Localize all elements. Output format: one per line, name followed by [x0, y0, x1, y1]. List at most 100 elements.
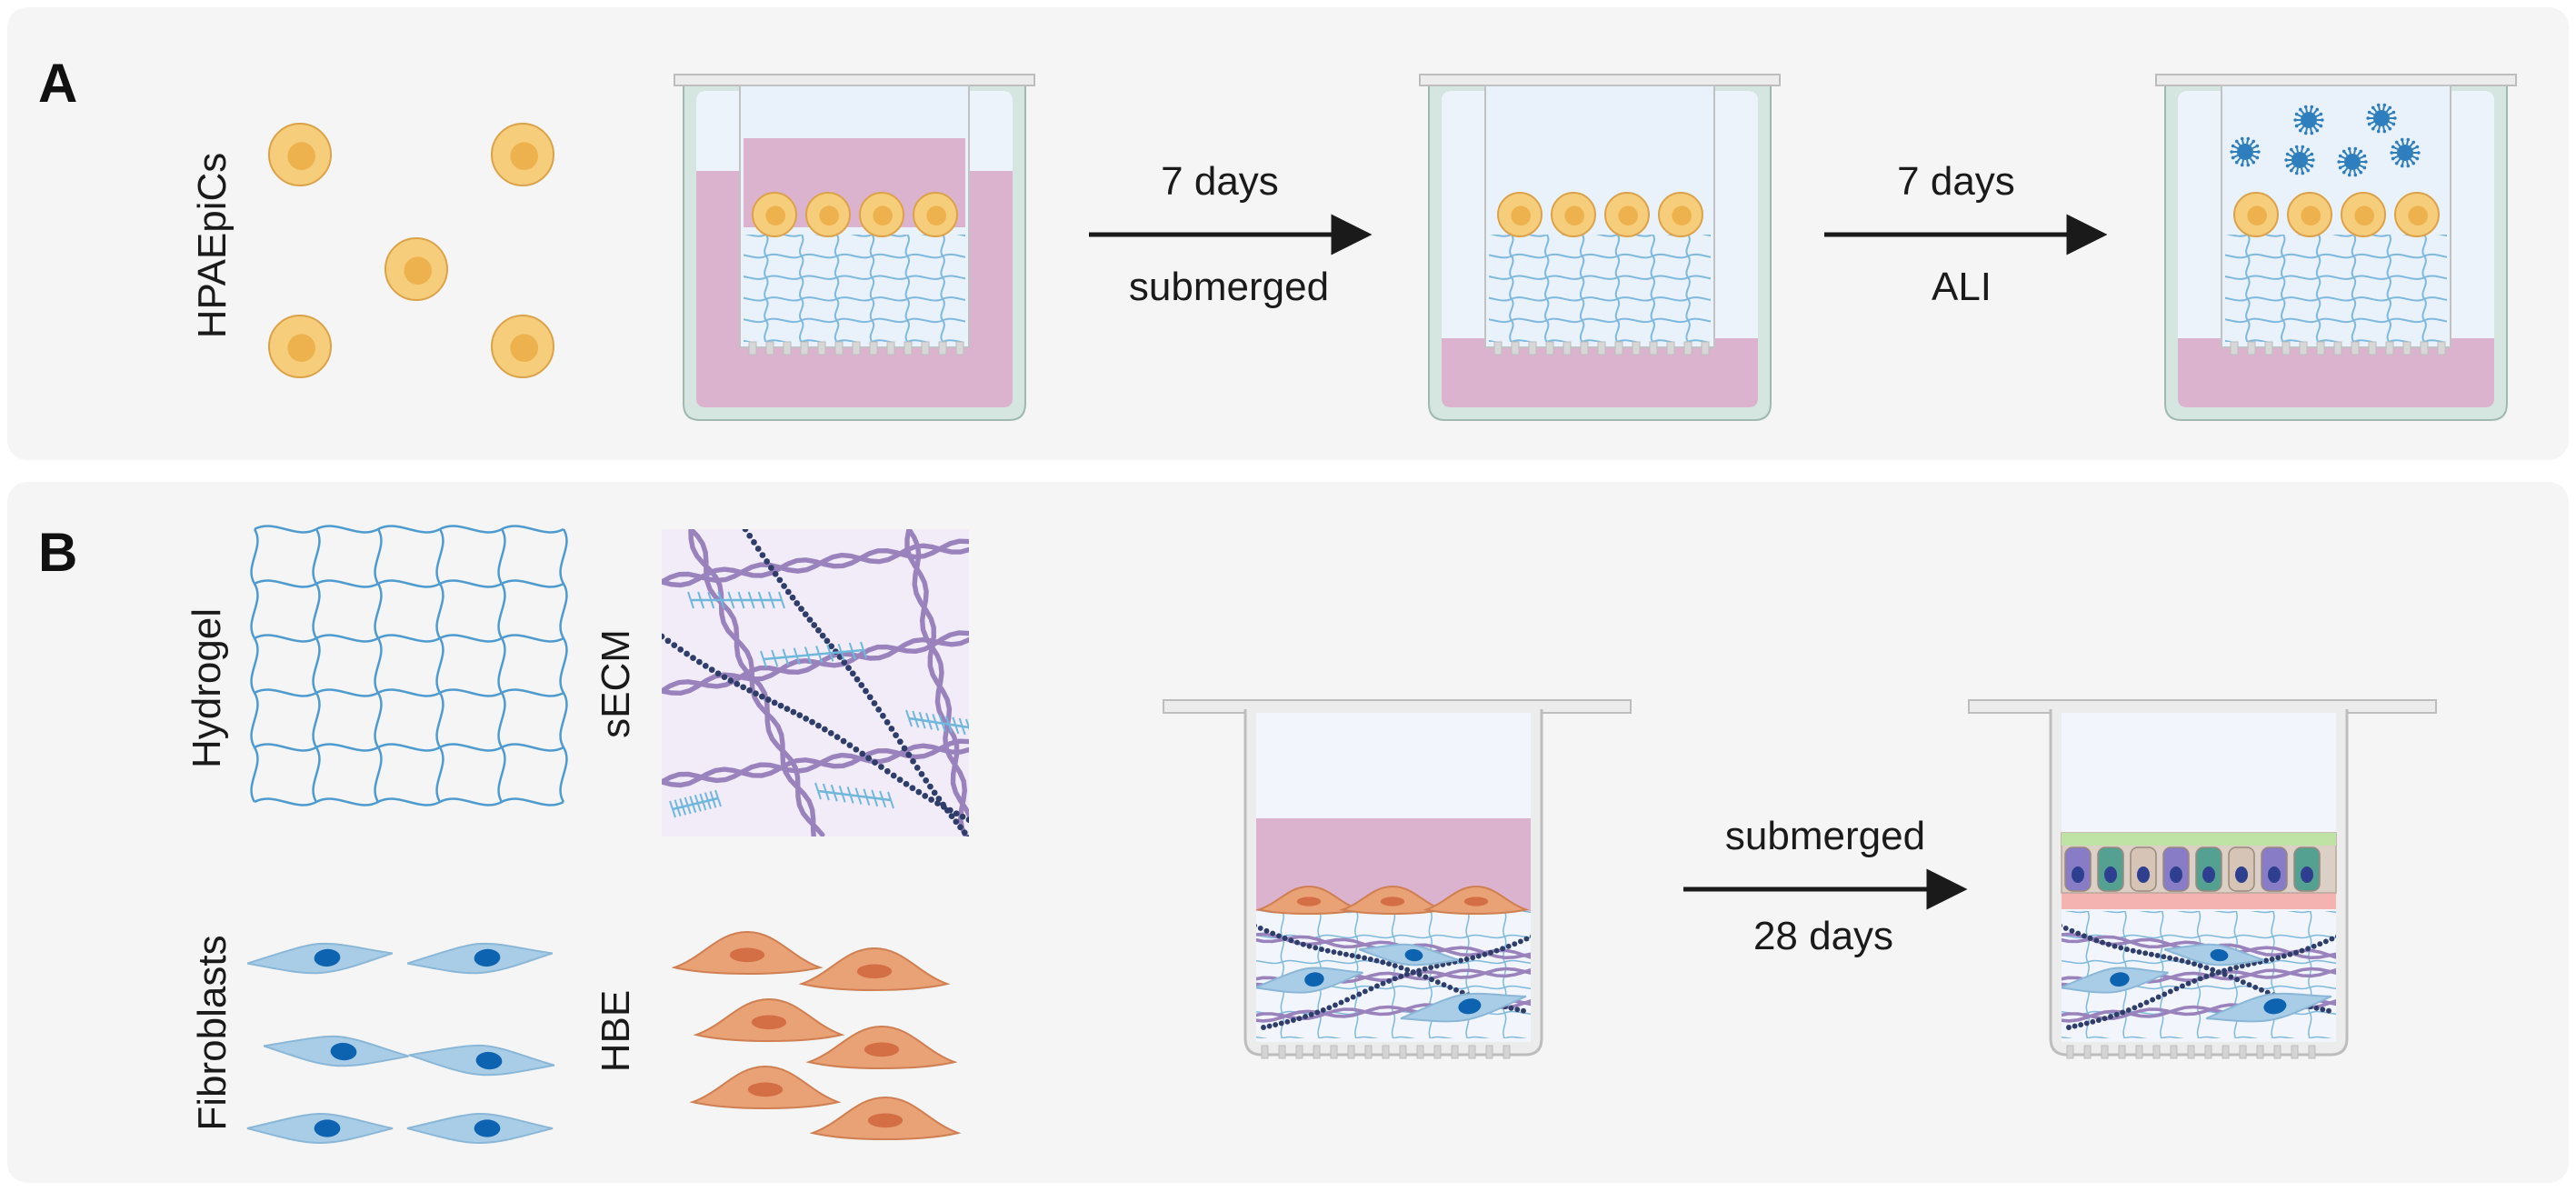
epithelial-cell	[491, 315, 554, 378]
elastin-bead	[1355, 954, 1362, 960]
elastin-bead	[910, 757, 916, 765]
elastin-bead	[2246, 982, 2252, 987]
epithelial-cell	[1658, 192, 1703, 237]
membrane-pore	[800, 341, 809, 356]
elastin-bead	[2185, 980, 2192, 987]
elastin-bead	[1261, 1025, 1266, 1030]
fibroblast-nucleus	[475, 1051, 503, 1070]
elastin-bead	[2313, 1005, 2320, 1011]
membrane-pore	[938, 341, 947, 356]
elastin-bead	[684, 650, 690, 657]
elastin-bead	[759, 552, 766, 558]
membrane-pore	[1545, 341, 1554, 356]
membrane-pore	[2204, 1045, 2212, 1059]
hydrogel-strand	[254, 797, 564, 806]
fibroblast-cell	[2205, 992, 2332, 1023]
hydrogel-strand	[2062, 1036, 2333, 1038]
hydrogel-strand	[559, 528, 568, 803]
elastin-bead	[1521, 1007, 1526, 1014]
elastin-bead	[2137, 1002, 2143, 1008]
membrane-pore	[1261, 1045, 1269, 1059]
elastin-bead	[2228, 974, 2234, 980]
elastin-bead	[922, 793, 929, 799]
elastin-bead	[1362, 988, 1368, 995]
fibroblast-cell-group	[246, 942, 555, 1145]
elastin-bead	[1475, 953, 1482, 959]
elastin-bead	[2069, 927, 2075, 934]
elastin-bead	[1403, 971, 1410, 977]
fibroblast-cell	[408, 1044, 555, 1077]
cell-nucleus	[765, 205, 785, 225]
elastin-bead	[828, 643, 834, 650]
membrane-pore	[2264, 341, 2273, 356]
virus-capsid	[2344, 154, 2361, 170]
membrane-pore	[904, 341, 913, 356]
elastin-bead	[2259, 987, 2264, 993]
elastin-bead	[2240, 979, 2246, 986]
stepb-condition: submerged	[1725, 814, 1925, 858]
elastin-bead	[1447, 985, 1453, 990]
hbe-cell	[1255, 885, 1363, 915]
elastin-bead	[2185, 959, 2192, 966]
collagen-fiber	[662, 738, 969, 788]
elastin-bead	[934, 800, 941, 806]
virus-capsid	[2237, 144, 2253, 160]
hydrogel-strand	[1489, 296, 1711, 302]
cell-nucleus	[2247, 205, 2267, 225]
hydrogel-strand	[744, 296, 965, 302]
elastin-bead	[827, 729, 834, 736]
fibroblast-cell	[246, 942, 394, 975]
elastin-bead	[2078, 1022, 2084, 1027]
elastin-bead	[1296, 1016, 1303, 1022]
hydrogel-strand	[250, 528, 259, 803]
hbe-label: HBE	[594, 990, 638, 1072]
hydrogel-strand	[744, 339, 965, 342]
elastin-bead	[1416, 967, 1422, 974]
membrane-pore	[1468, 1045, 1476, 1059]
hydrogel-strand	[799, 235, 804, 342]
elastin-bead	[884, 767, 891, 775]
membrane-pore	[1683, 341, 1692, 356]
hydrogel-strand	[254, 688, 564, 697]
fibroblast-cell	[1358, 943, 1459, 967]
culture-well-day7	[1419, 74, 1781, 421]
fibroblasts-label: Fibroblasts	[190, 935, 235, 1130]
stepb-duration: 28 days	[1753, 914, 1893, 958]
cell-nucleus	[2408, 205, 2428, 225]
elastin-bead	[1338, 999, 1344, 1006]
elastin-bead	[1256, 923, 1257, 928]
membrane-pore	[2230, 341, 2239, 356]
elastin-bead	[1282, 935, 1288, 941]
membrane-pore	[2291, 1045, 2299, 1059]
elastin-bead	[1493, 947, 1500, 954]
membrane-pore	[1451, 1045, 1459, 1059]
membrane-pore	[1364, 1045, 1373, 1059]
fibroblast-nucleus	[1458, 998, 1482, 1015]
membrane-pore	[1503, 1045, 1511, 1059]
elastin-bead	[1337, 950, 1343, 957]
fibroblast-cell	[2163, 943, 2264, 967]
membrane-pore	[1563, 341, 1572, 356]
elastin-bead	[872, 759, 878, 766]
elastin-bead	[2197, 963, 2203, 969]
membrane-pore	[2308, 1045, 2316, 1059]
fibroblast-nucleus	[314, 1119, 341, 1137]
elastin-bead	[1332, 1002, 1338, 1008]
elastin-bead	[1512, 941, 1518, 947]
membrane-pore	[921, 341, 930, 356]
hbe-cell	[809, 1096, 962, 1140]
elastin-bead	[1514, 1007, 1521, 1013]
collagen-fiber	[662, 630, 969, 696]
elastin-bead	[815, 722, 822, 729]
elastin-bead	[746, 686, 753, 694]
membrane-pore	[1597, 341, 1606, 356]
elastin-bead	[2227, 966, 2233, 972]
elastin-bead	[2287, 951, 2293, 957]
elastin-bead	[1326, 1005, 1333, 1011]
membrane-pore	[1347, 1045, 1355, 1059]
hydrogel-strand	[1489, 275, 1711, 280]
elastin-bead	[1488, 949, 1493, 956]
elastin-bead	[915, 788, 923, 796]
elastin-bead	[1344, 997, 1351, 1003]
elastin-bead	[2210, 967, 2216, 973]
